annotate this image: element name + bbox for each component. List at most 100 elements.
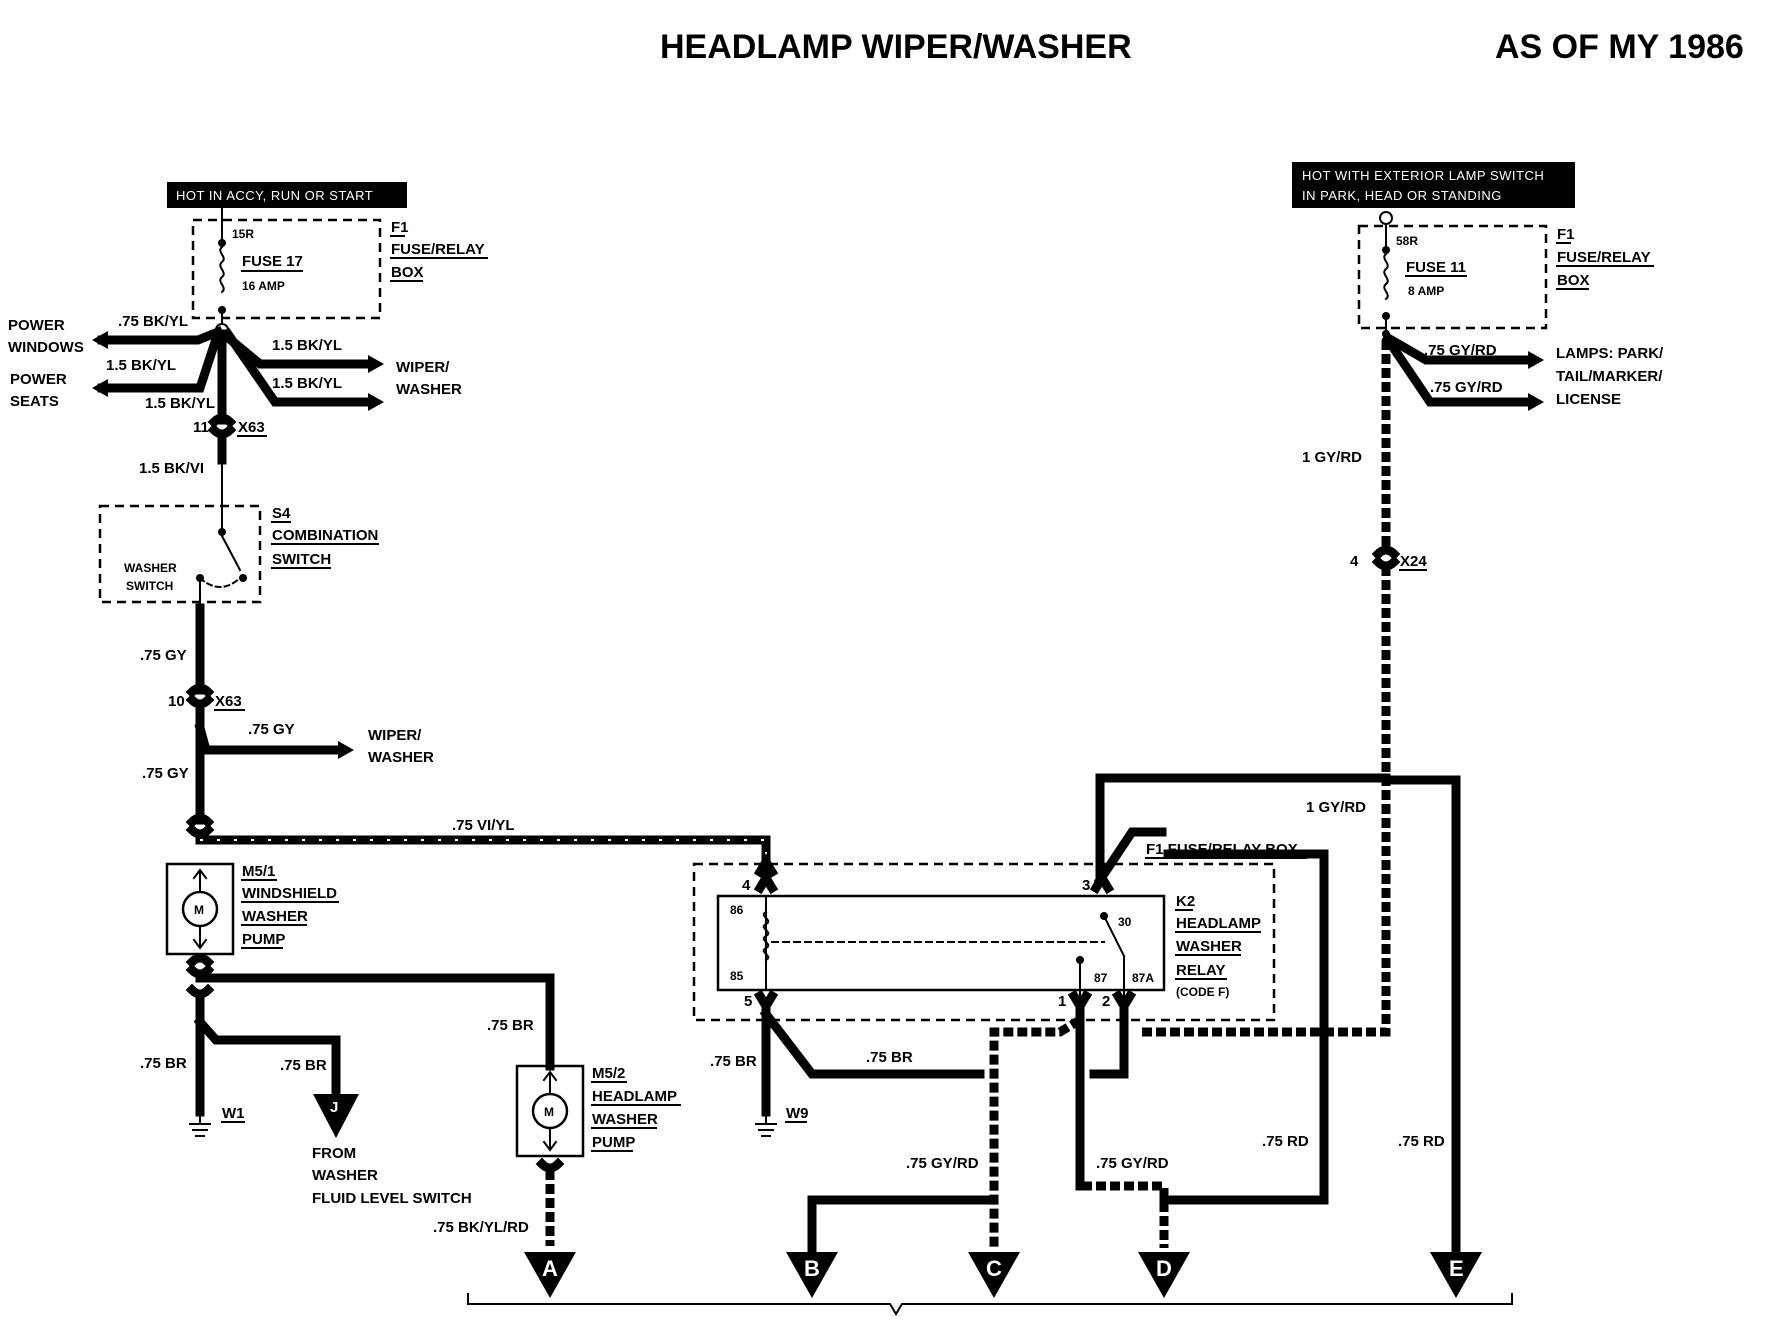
lamp-wire-2: .75 GY/RD [1430, 379, 1503, 396]
connector-a-icon [524, 1252, 576, 1298]
k2-pin-3: 3 [1082, 877, 1090, 894]
k2-id: K2 [1176, 893, 1195, 910]
motor-icon-2 [531, 1092, 569, 1130]
s4-line2: SWITCH [272, 551, 331, 568]
s4-id: S4 [272, 505, 291, 522]
wiper-washer-1: WIPER/ [396, 359, 450, 376]
br-wire-2: .75 BR [280, 1057, 327, 1074]
fuse-11-amp: 8 AMP [1408, 284, 1444, 298]
fuse-17-block: 15R FUSE 17 16 AMP F1 FUSE/RELAY BOX [191, 207, 488, 329]
lamps-1: LAMPS: PARK/ [1556, 345, 1664, 362]
m5-2-line1: HEADLAMP [592, 1088, 677, 1105]
right-wires [1140, 330, 1544, 1298]
pw-wire-label: .75 BK/YL [118, 313, 188, 330]
k2-pin-5: 5 [744, 993, 752, 1010]
gy-rd-wire-1: 1 GY/RD [1302, 449, 1362, 466]
connector-a: A [542, 1256, 558, 1281]
f1-right-id: F1 [1557, 226, 1575, 243]
ww-wire-label-1: 1.5 BK/YL [272, 337, 342, 354]
fuse-17-amp: 16 AMP [242, 279, 285, 293]
connector-e: E [1449, 1256, 1464, 1281]
x63-pin-10: 10 [168, 693, 185, 710]
m5-2-line2: WASHER [592, 1111, 658, 1128]
from-1: FROM [312, 1145, 356, 1162]
m5-2-symbol: M [544, 1105, 554, 1119]
m5-2-id: M5/2 [592, 1065, 625, 1082]
rd-wire-2: .75 RD [1398, 1133, 1445, 1150]
ps-wire-label: 1.5 BK/YL [106, 357, 176, 374]
lamps-3: LICENSE [1556, 391, 1621, 408]
m5-2-line3: PUMP [592, 1134, 635, 1151]
k2-term-86: 86 [730, 903, 744, 917]
fuse-11-terminal: 58R [1396, 234, 1418, 248]
connector-d: D [1156, 1256, 1172, 1281]
wiper-washer-b1: WIPER/ [368, 727, 422, 744]
m5-1-id: M5/1 [242, 863, 275, 880]
k2-term-85: 85 [730, 969, 744, 983]
from-2: WASHER [312, 1167, 378, 1184]
k2-line3: RELAY [1176, 962, 1225, 979]
from-3: FLUID LEVEL SWITCH [312, 1190, 472, 1207]
ww-gy-wire: .75 GY [248, 721, 295, 738]
fuse-17-icon [219, 245, 225, 294]
fuse-17-terminal: 15R [232, 227, 254, 241]
gy-wire-1: .75 GY [140, 647, 187, 664]
hot-exterior-banner [1292, 162, 1575, 208]
power-seats-1: POWER [10, 371, 67, 388]
power-seats-2: SEATS [10, 393, 59, 410]
bk-yl-rd-wire: .75 BK/YL/RD [433, 1219, 529, 1236]
br-wire-3: .75 BR [487, 1017, 534, 1034]
down-wire-label: 1.5 BK/YL [145, 395, 215, 412]
headlamp-washer-pump: M [515, 1064, 585, 1298]
mid-left-wires [185, 603, 779, 879]
m5-1-symbol: M [194, 903, 204, 917]
x24-label: X24 [1400, 553, 1427, 570]
x63-pin-11: 11 [193, 419, 209, 436]
gy-rd-wire-4: .75 GY/RD [1096, 1155, 1169, 1172]
k2-line1: HEADLAMP [1176, 915, 1261, 932]
k2-term-87: 87 [1094, 971, 1108, 985]
power-windows-1: POWER [8, 317, 65, 334]
rd-wire-1: .75 RD [1262, 1133, 1309, 1150]
m5-1-line1: WINDSHIELD [242, 885, 337, 902]
connector-d-icon [1138, 1252, 1190, 1298]
wiper-washer-2: WASHER [396, 381, 462, 398]
s4-line1: COMBINATION [272, 527, 378, 544]
f1-left-line2: BOX [391, 264, 424, 281]
br-wire-4: .75 BR [710, 1053, 757, 1070]
hot-accy-banner [167, 182, 407, 208]
gy-rd-wire-2: 1 GY/RD [1306, 799, 1366, 816]
left-splice-wires [92, 323, 384, 531]
f1-right-line2: BOX [1557, 272, 1590, 289]
hot-exterior-text-2: IN PARK, HEAD OR STANDING [1302, 188, 1502, 203]
gy-wire-2: .75 GY [142, 765, 189, 782]
ground-w9: W9 [786, 1105, 809, 1122]
m5-1-line2: WASHER [242, 908, 308, 925]
f1-left-id: F1 [391, 219, 409, 236]
gy-rd-wire-3: .75 GY/RD [906, 1155, 979, 1172]
diagram-title: HEADLAMP WIPER/WASHER [660, 28, 1132, 66]
k2-line2: WASHER [1176, 938, 1242, 955]
washer-switch-1: WASHER [124, 561, 177, 575]
model-year: AS OF MY 1986 [1495, 28, 1744, 66]
br-wire-5: .75 BR [866, 1049, 913, 1066]
bottom-left-wires [185, 953, 555, 1138]
washer-switch-2: SWITCH [126, 579, 173, 593]
fuse-11-block: 58R FUSE 11 8 AMP F1 FUSE/RELAY BOX [1357, 211, 1654, 335]
vi-yl-wire: .75 VI/YL [452, 817, 515, 834]
connector-c-icon [968, 1252, 1020, 1298]
lamps-2: TAIL/MARKER/ [1556, 368, 1663, 385]
k2-code: (CODE F) [1176, 985, 1229, 999]
k2-pin-4: 4 [742, 877, 751, 894]
ww-wire-label-2: 1.5 BK/YL [272, 375, 342, 392]
combination-switch [98, 504, 262, 609]
f1-left-line1: FUSE/RELAY [391, 241, 485, 258]
connector-b: B [804, 1256, 820, 1281]
x63-label-a: X63 [238, 419, 265, 436]
m5-1-line3: PUMP [242, 931, 285, 948]
bottom-right-wires [467, 849, 1513, 1316]
k2-term-30: 30 [1118, 915, 1132, 929]
connector-e-icon [1430, 1252, 1482, 1298]
wiper-washer-b2: WASHER [368, 749, 434, 766]
